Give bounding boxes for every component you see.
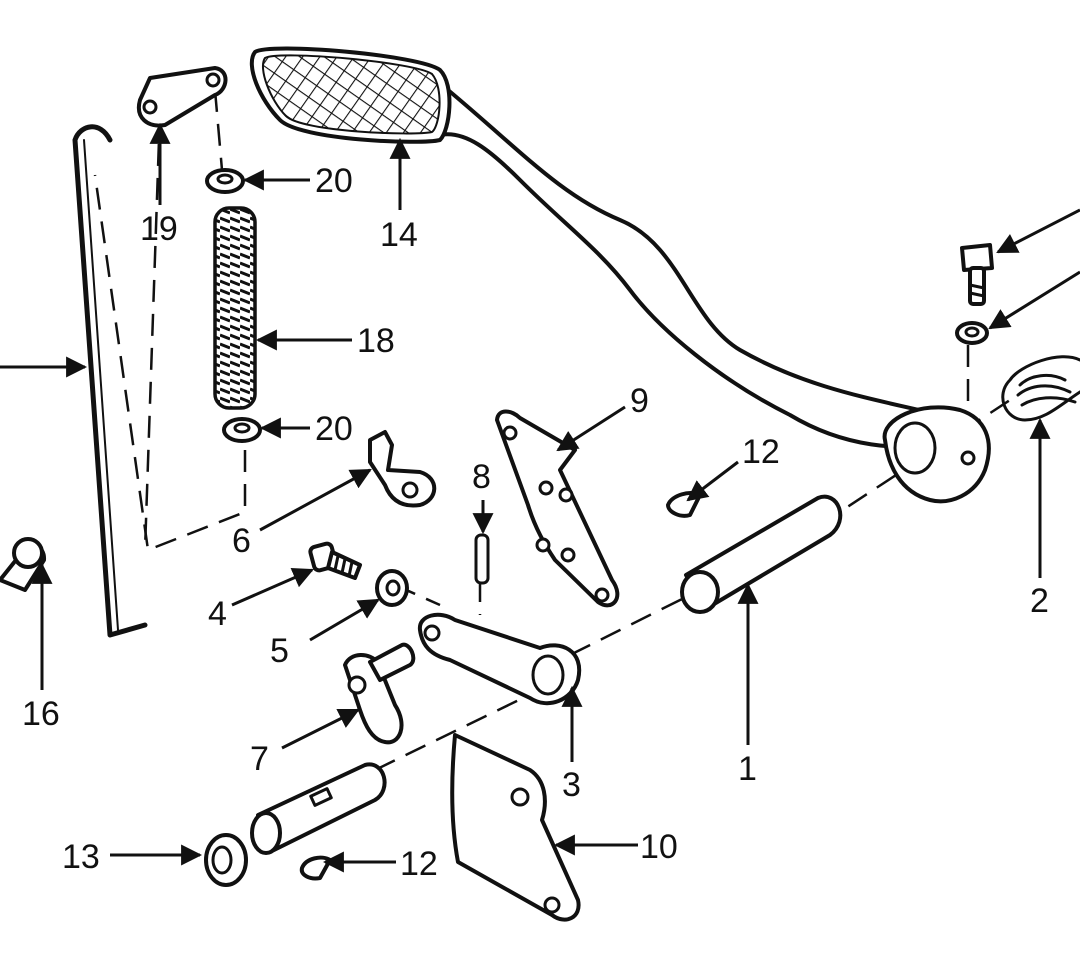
callout-labels: 1 2 3 4 5 6 7 8 9 10 12 12 13 14 16 18 1… xyxy=(22,162,1049,883)
callout-20-upper: 20 xyxy=(315,162,353,200)
callout-6: 6 xyxy=(232,522,251,560)
spring-washer-upper xyxy=(205,168,245,194)
woodruff-key-upper xyxy=(666,491,702,518)
lever-arm xyxy=(417,612,582,706)
shoulder-bolt xyxy=(960,243,994,306)
callout-14: 14 xyxy=(380,216,418,254)
cover-plate xyxy=(450,733,581,922)
callout-9: 9 xyxy=(630,382,649,420)
callout-7: 7 xyxy=(250,740,269,778)
actuating-lever xyxy=(343,642,416,745)
callout-1: 1 xyxy=(738,750,757,788)
stub-shaft xyxy=(250,762,387,855)
brake-pedal xyxy=(249,46,991,504)
pivot-washer xyxy=(955,321,989,345)
callout-4: 4 xyxy=(208,595,227,633)
callout-13: 13 xyxy=(62,838,100,876)
callout-19: 19 xyxy=(140,210,178,248)
return-spring xyxy=(213,206,257,410)
leader-lines xyxy=(0,122,1080,873)
mounting-plate xyxy=(495,409,620,608)
callout-18: 18 xyxy=(357,322,395,360)
callout-3: 3 xyxy=(562,766,581,804)
bolt xyxy=(308,541,362,580)
washer xyxy=(375,569,409,607)
clevis-pin xyxy=(0,537,46,592)
callout-16: 16 xyxy=(22,695,60,733)
callout-10: 10 xyxy=(640,828,678,866)
callout-12-upper: 12 xyxy=(742,433,780,471)
spring-washer-lower xyxy=(222,417,262,443)
callout-2: 2 xyxy=(1030,582,1049,620)
cross-shaft-tube xyxy=(680,494,843,614)
callout-5: 5 xyxy=(270,632,289,670)
spring-bracket xyxy=(136,66,228,128)
callout-8: 8 xyxy=(472,458,491,496)
roll-pin xyxy=(474,533,490,585)
link-arm xyxy=(368,430,437,508)
callout-20-lower: 20 xyxy=(315,410,353,448)
bushing xyxy=(204,833,248,887)
torsion-spring xyxy=(1001,355,1080,422)
brake-rod xyxy=(72,124,148,638)
callout-12-lower: 12 xyxy=(400,845,438,883)
